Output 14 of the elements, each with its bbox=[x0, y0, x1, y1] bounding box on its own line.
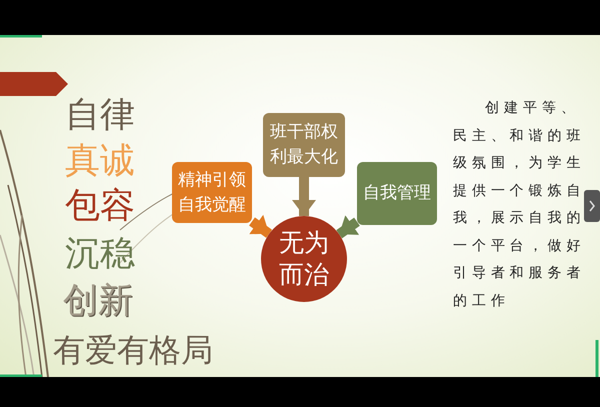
block-arrow bbox=[336, 215, 360, 238]
block-arrow bbox=[249, 214, 272, 238]
value-phrase: 有爱有格局 bbox=[53, 330, 213, 370]
process-box: 精神引领自我觉醒 bbox=[172, 162, 252, 223]
value-word: 沉稳 bbox=[65, 234, 135, 274]
block-arrow bbox=[292, 177, 316, 216]
process-box: 班干部权利最大化 bbox=[263, 113, 345, 177]
description-text: 创建平等、民主、和谐的班级氛围，为学生提供一个锻炼自我，展示自我的一个平台，做好引导者和服务者的工作 bbox=[453, 99, 586, 310]
value-word: 包容 bbox=[65, 186, 135, 226]
result-circle: 无为而治 bbox=[261, 216, 347, 302]
value-word: 创新 bbox=[63, 281, 133, 321]
value-word: 真诚 bbox=[65, 141, 135, 181]
value-word: 自律 bbox=[65, 95, 135, 135]
process-box: 自我管理 bbox=[357, 162, 437, 225]
